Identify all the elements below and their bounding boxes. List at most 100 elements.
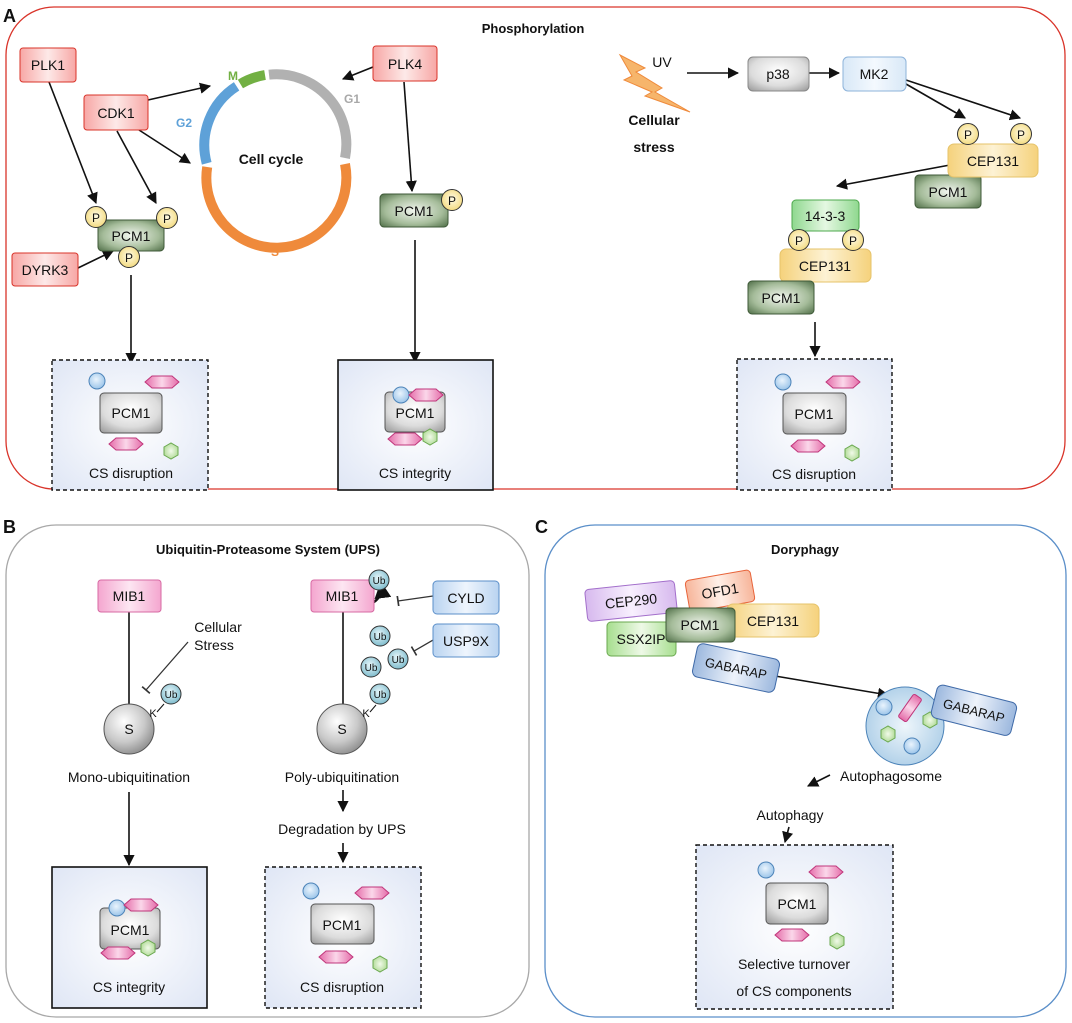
pcm1-label: PCM1 (778, 896, 817, 912)
cep290-box: CEP290 (584, 580, 678, 622)
phospho-site: P (842, 229, 864, 251)
cellular-label: Cellular (628, 112, 680, 128)
phospho-label: P (1017, 128, 1025, 142)
autophagosome-label: Autophagosome (840, 768, 942, 784)
outcome-a-middle: PCM1 CS integrity (337, 359, 494, 491)
phospho-label: P (964, 128, 972, 142)
outcome-c: PCM1 Selective turnover of CS components (695, 844, 894, 1010)
cdk1-label: CDK1 (97, 105, 135, 121)
pcm1-label: PCM1 (681, 617, 720, 633)
phospho-label: P (92, 211, 100, 225)
autophagy-label: Autophagy (757, 807, 824, 823)
mono-ubiquitination-label: Mono-ubiquitination (68, 769, 190, 785)
panel-a-arrows (48, 66, 1022, 365)
phospho-site: P (85, 206, 107, 228)
pcm1-label: PCM1 (395, 203, 434, 219)
protein-cluster: CEP290 OFD1 CEP131 SSX2IP PCM1 GABARAP (584, 569, 820, 693)
cell-cycle-ring: Cell cycle M G1 G2 S (176, 69, 360, 259)
phase-s-label: S (271, 245, 279, 259)
gabarap-box: GABARAP (691, 643, 781, 693)
dyrk3-box: DYRK3 (11, 252, 79, 287)
cep131-label: CEP131 (799, 258, 851, 274)
ubiquitin: Ub (387, 648, 409, 670)
pcm1-label: PCM1 (396, 405, 435, 421)
plk4-label: PLK4 (388, 56, 422, 72)
ubiquitin: Ub (369, 625, 391, 647)
usp9x-box: USP9X (432, 623, 500, 658)
phospho-site: P (156, 207, 178, 229)
autophagosome: GABARAP (865, 684, 1018, 766)
cep131-label: CEP131 (967, 153, 1019, 169)
mk2-label: MK2 (860, 66, 889, 82)
phospho-site: P (441, 189, 463, 211)
outcome-label-line1: Selective turnover (738, 956, 850, 972)
g2-arc (199, 82, 240, 165)
outcome-label: CS integrity (93, 979, 165, 995)
outcome-a-right: PCM1 CS disruption (736, 358, 893, 491)
cellular-stress-label-1: Cellular (194, 619, 242, 635)
cell-cycle-label: Cell cycle (239, 151, 304, 167)
panel-b-title: Ubiquitin-Proteasome System (UPS) (156, 542, 380, 557)
cep131-pcm1-complex: PCM1 CEP131 P P (914, 123, 1039, 209)
phospho-label: P (125, 251, 133, 265)
phospho-site: P (788, 229, 810, 251)
cdk1-box: CDK1 (83, 94, 149, 131)
outcome-label-line2: of CS components (736, 983, 851, 999)
ubiquitin: Ub (360, 656, 382, 678)
p38-label: p38 (766, 66, 790, 82)
phase-g2-label: G2 (176, 116, 192, 130)
cyld-label: CYLD (447, 590, 484, 606)
outcome-label: CS integrity (379, 465, 451, 481)
outcome-b-right: PCM1 CS disruption (264, 866, 422, 1009)
pcm1-label: PCM1 (929, 184, 968, 200)
panel-c-title: Doryphagy (771, 542, 840, 557)
uv-lightning-icon (618, 53, 691, 113)
p38-box: p38 (747, 56, 810, 92)
ubiquitin: Ub (160, 683, 182, 705)
plk1-box: PLK1 (19, 47, 77, 83)
panel-a-title: Phosphorylation (482, 21, 585, 36)
panel-a: A Phosphorylation PLK1 CDK1 (3, 6, 1066, 491)
cep131-box: CEP131 (726, 603, 820, 638)
substrate-mono: S K Ub (103, 683, 182, 755)
pcm1-label: PCM1 (112, 405, 151, 421)
panel-a-letter: A (3, 6, 16, 26)
fourteen33-label: 14-3-3 (805, 208, 846, 224)
outcome-label: CS disruption (772, 466, 856, 482)
inhibition-lines (141, 595, 434, 695)
g1-arc (268, 69, 352, 159)
lysine-label: K (362, 708, 370, 720)
cellular-stress-label-2: Stress (194, 637, 234, 653)
dyrk3-label: DYRK3 (22, 262, 69, 278)
cyld-box: CYLD (432, 580, 500, 615)
fourteen33-complex: 14-3-3 CEP131 P P PCM1 (747, 199, 872, 315)
ub-label: Ub (365, 663, 378, 674)
ofd1-box: OFD1 (684, 569, 756, 613)
uv-label: UV (652, 54, 672, 70)
pcm1-label: PCM1 (112, 228, 151, 244)
ub-label: Ub (165, 690, 178, 701)
mib1-label: MIB1 (113, 588, 146, 604)
panel-c: C Doryphagy CEP290 OFD1 CEP131 SSX2I (535, 517, 1067, 1018)
pcm1-label: PCM1 (323, 917, 362, 933)
mib1-box-left: MIB1 (97, 579, 162, 613)
ssx2ip-label: SSX2IP (616, 631, 665, 647)
ub-label: Ub (374, 632, 387, 643)
panel-c-arrows (774, 675, 890, 844)
cep131-label: CEP131 (747, 613, 799, 629)
phase-g1-label: G1 (344, 92, 360, 106)
plk4-box: PLK4 (372, 45, 438, 82)
outcome-a-left: PCM1 CS disruption (51, 359, 209, 491)
outcome-label: CS disruption (89, 465, 173, 481)
mib1-label: MIB1 (326, 588, 359, 604)
cep290-label: CEP290 (604, 590, 658, 611)
m-arc (237, 70, 267, 89)
outcome-b-left: PCM1 CS integrity (51, 866, 208, 1009)
poly-ubiquitination-label: Poly-ubiquitination (285, 769, 399, 785)
ub-label: Ub (373, 576, 386, 587)
phospho-site: P (1010, 123, 1032, 145)
pcm1-box: PCM1 (665, 607, 736, 643)
substrate-label: S (337, 721, 346, 737)
pcm1-phospho-left: PCM1 P P P (85, 206, 178, 268)
ubiquitin: Ub (368, 569, 390, 591)
